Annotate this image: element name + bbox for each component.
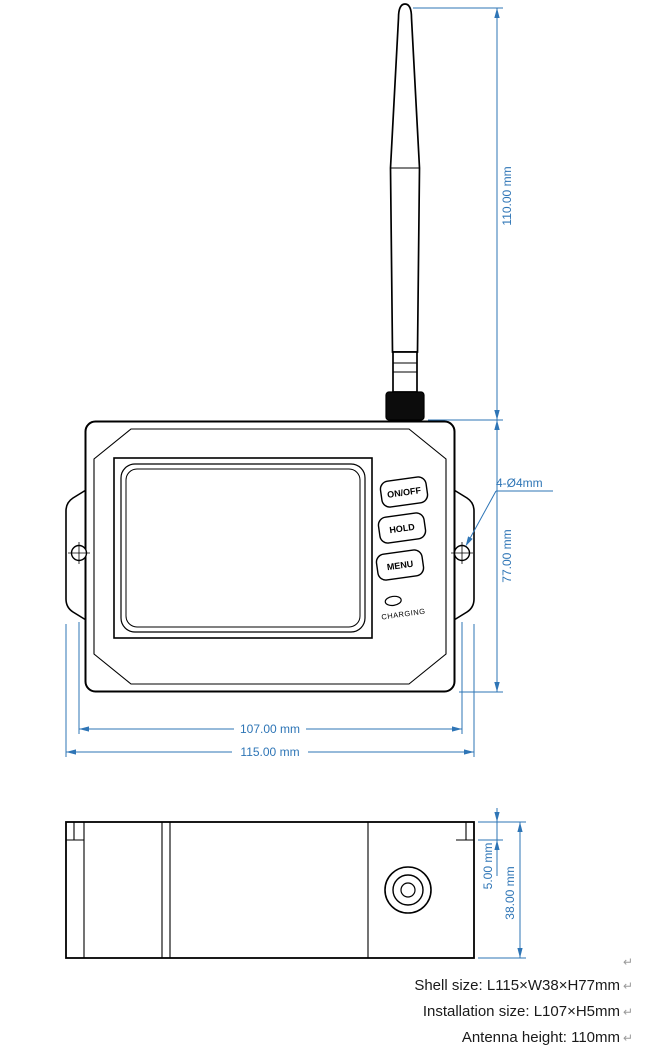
note-installation-size: Installation size: L107×H5mm xyxy=(423,1003,620,1020)
dimension-lines xyxy=(65,7,553,959)
display-screen xyxy=(113,457,373,639)
dim-depth: 38.00 mm xyxy=(503,866,517,919)
antenna-whip xyxy=(389,3,421,353)
paragraph-mark: ↵ xyxy=(623,979,633,993)
antenna xyxy=(385,3,425,421)
button-menu: MENU xyxy=(375,549,425,581)
dim-text-backing xyxy=(232,744,308,759)
dim-shell-height: 77.00 mm xyxy=(500,529,514,582)
front-bezel xyxy=(93,428,447,685)
antenna-connector-top xyxy=(384,866,432,914)
charging-indicator: CHARGING xyxy=(381,595,426,622)
size-notes: ↵ Shell size: L115×W38×H77mm ↵ Installat… xyxy=(414,955,633,1046)
button-hold-label: HOLD xyxy=(389,522,416,536)
charging-led xyxy=(384,595,402,607)
button-hold: HOLD xyxy=(377,512,427,544)
paragraph-mark: ↵ xyxy=(623,1005,633,1019)
dim-mount-width: 107.00 mm xyxy=(240,722,300,736)
dim-text-backing xyxy=(234,721,306,736)
note-shell-size: Shell size: L115×W38×H77mm xyxy=(414,977,620,994)
button-onoff: ON/OFF xyxy=(379,476,429,508)
paragraph-mark: ↵ xyxy=(623,955,633,969)
dimension-arrows xyxy=(66,8,523,958)
device-outlines: ON/OFF HOLD MENU CHARGING xyxy=(65,3,475,959)
dim-hole-callout: 4-Ø4mm xyxy=(496,476,543,490)
mounting-holes xyxy=(68,542,473,564)
dim-antenna-height: 110.00 mm xyxy=(500,166,514,225)
side-view xyxy=(65,821,475,959)
paragraph-mark: ↵ xyxy=(623,1031,633,1045)
antenna-base xyxy=(385,391,425,421)
note-antenna-height: Antenna height: 110mm xyxy=(462,1029,620,1046)
dimension-labels: 110.00 mm 4-Ø4mm 77.00 mm 107.00 mm 115.… xyxy=(240,166,543,919)
dim-shell-width: 115.00 mm xyxy=(240,745,299,759)
button-onoff-label: ON/OFF xyxy=(387,485,423,500)
button-menu-label: MENU xyxy=(386,559,414,573)
dim-lip: 5.00 mm xyxy=(481,843,495,890)
